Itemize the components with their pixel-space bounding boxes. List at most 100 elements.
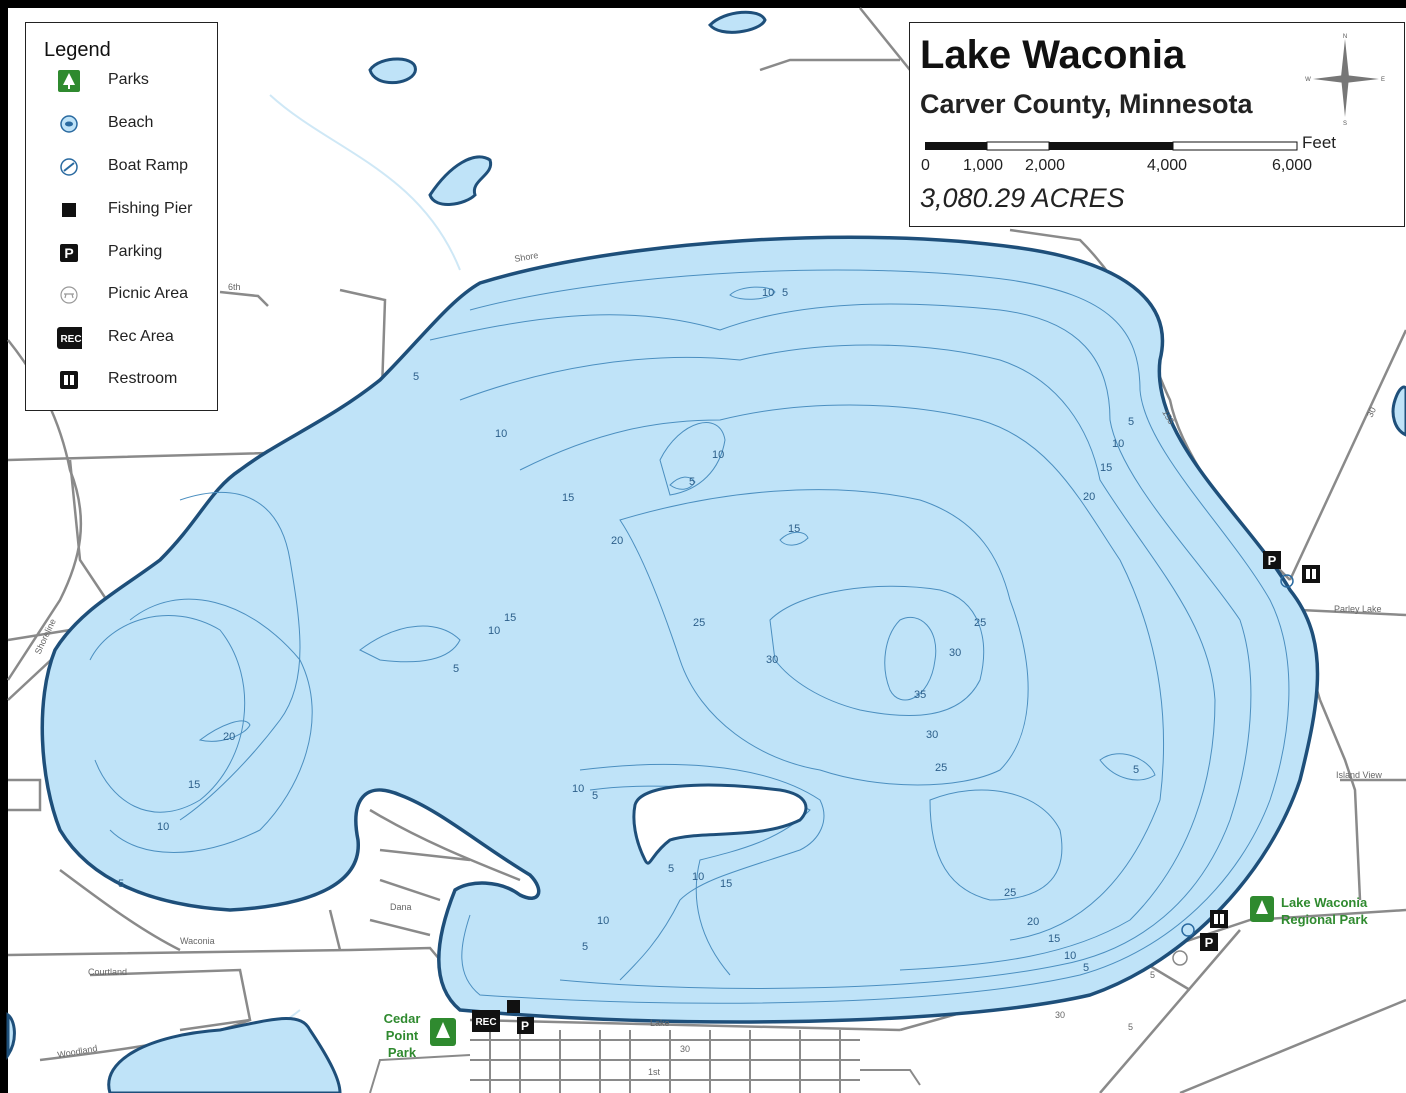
depth-label: 10 xyxy=(762,287,774,299)
depth-label: 5 xyxy=(689,476,695,488)
depth-label: 20 xyxy=(1083,491,1095,503)
tree-icon xyxy=(56,69,82,93)
scale-tick-label: 2,000 xyxy=(1025,157,1066,174)
title-panel: Lake Waconia Carver County, Minnesota N … xyxy=(909,22,1405,227)
road-label: 1st xyxy=(648,1067,661,1077)
svg-text:S: S xyxy=(1343,121,1347,126)
depth-label: 5 xyxy=(582,941,588,953)
parking-icon: P xyxy=(56,241,82,265)
fishing-pier-marker[interactable] xyxy=(507,1000,520,1013)
map-title: Lake Waconia xyxy=(920,33,1186,77)
legend-label: Parks xyxy=(108,71,149,88)
depth-label: 25 xyxy=(935,762,947,774)
depth-label: 5 xyxy=(782,287,788,299)
beach-marker[interactable] xyxy=(1181,923,1195,937)
depth-label: 5 xyxy=(1083,962,1089,974)
legend-label: Boat Ramp xyxy=(108,157,189,174)
depth-label: 5 xyxy=(592,790,598,802)
depth-label: 15 xyxy=(788,523,800,535)
map-subtitle: Carver County, Minnesota xyxy=(920,89,1253,119)
depth-label: 10 xyxy=(692,871,704,883)
road-label: 5 xyxy=(1128,1022,1133,1032)
boat-ramp-icon xyxy=(56,155,82,179)
depth-label: 25 xyxy=(1004,887,1016,899)
depth-label: 10 xyxy=(572,783,584,795)
road-label: Lake xyxy=(650,1018,670,1028)
depth-label: 15 xyxy=(188,779,200,791)
depth-label-group: 10 5 5 10 10 5 15 20 15 5 10 15 20 15 10… xyxy=(118,287,1139,974)
depth-label: 20 xyxy=(223,731,235,743)
road-label: Shore xyxy=(514,250,539,264)
lake-area: 3,080.29 ACRES xyxy=(920,183,1125,213)
depth-label: 5 xyxy=(453,663,459,675)
depth-label: 10 xyxy=(597,915,609,927)
boat-ramp-marker[interactable] xyxy=(1280,574,1294,588)
svg-text:E: E xyxy=(1381,77,1385,83)
cedar-point-park-label: Cedar Point Park xyxy=(383,1011,421,1060)
depth-label: 15 xyxy=(1100,462,1112,474)
legend-item-beach: Beach xyxy=(26,110,216,140)
legend-panel: Legend Parks Beach Boat Ramp Fishing Pie… xyxy=(25,22,218,411)
depth-label: 15 xyxy=(504,612,516,624)
town-grid xyxy=(369,1030,921,1093)
depth-label: 35 xyxy=(914,689,926,701)
restroom-icon xyxy=(56,368,82,392)
park-marker[interactable] xyxy=(1250,896,1274,922)
road-label: 6th xyxy=(228,282,241,292)
depth-label: 10 xyxy=(488,625,500,637)
depth-label: 10 xyxy=(1064,950,1076,962)
parking-marker[interactable]: P xyxy=(517,1017,534,1034)
parking-marker[interactable]: P xyxy=(1200,933,1218,951)
scale-unit: Feet xyxy=(1302,133,1337,152)
depth-label: 10 xyxy=(1112,438,1124,450)
depth-label: 30 xyxy=(949,647,961,659)
legend-item-rec-area: REC Rec Area xyxy=(26,324,216,354)
beach-icon xyxy=(56,112,82,136)
legend-label: Restroom xyxy=(108,370,178,387)
scale-tick-label: 4,000 xyxy=(1147,157,1188,174)
restroom-marker[interactable] xyxy=(1302,565,1320,583)
scale-tick-label: 0 xyxy=(921,157,930,174)
depth-label: 5 xyxy=(668,863,674,875)
depth-label: 5 xyxy=(118,878,124,890)
rec-area-marker[interactable]: REC xyxy=(472,1010,500,1032)
depth-label: 30 xyxy=(926,729,938,741)
svg-text:REC: REC xyxy=(60,334,81,345)
depth-label: 5 xyxy=(1128,416,1134,428)
depth-contours xyxy=(89,269,1290,1004)
legend-item-parks: Parks xyxy=(26,67,216,97)
picnic-marker[interactable] xyxy=(1172,950,1188,966)
legend-label: Parking xyxy=(108,243,163,260)
depth-label: 20 xyxy=(611,535,623,547)
lake-waconia xyxy=(40,235,1320,1024)
depth-label: 15 xyxy=(720,878,732,890)
depth-label: 15 xyxy=(1048,933,1060,945)
depth-label: 10 xyxy=(712,449,724,461)
small-lakes xyxy=(6,10,1406,1093)
depth-label: 10 xyxy=(495,428,507,440)
road-label: Courtland xyxy=(88,967,127,977)
svg-text:P: P xyxy=(1268,553,1277,568)
svg-text:W: W xyxy=(1305,77,1311,83)
depth-label: 15 xyxy=(562,492,574,504)
legend-label: Fishing Pier xyxy=(108,200,193,217)
svg-text:P: P xyxy=(521,1019,529,1033)
rec-area-icon: REC xyxy=(56,326,82,350)
legend-item-restroom: Restroom xyxy=(26,366,216,396)
road-label: Waconia xyxy=(180,936,215,946)
svg-text:REC: REC xyxy=(475,1017,496,1028)
compass-rose-icon: N S E W xyxy=(1305,34,1385,126)
parking-marker[interactable]: P xyxy=(1263,551,1281,569)
svg-text:N: N xyxy=(1343,34,1347,40)
svg-text:P: P xyxy=(1205,935,1214,950)
depth-label: 10 xyxy=(157,821,169,833)
fishing-pier-icon xyxy=(56,198,82,222)
svg-text:P: P xyxy=(64,245,73,261)
regional-park-label: Lake Waconia Regional Park xyxy=(1281,895,1368,927)
park-marker[interactable] xyxy=(430,1018,456,1046)
road-label: 30 xyxy=(1055,1010,1065,1020)
depth-label: 30 xyxy=(766,654,778,666)
restroom-marker[interactable] xyxy=(1210,910,1228,928)
legend-label: Rec Area xyxy=(108,328,174,345)
legend-item-parking: P Parking xyxy=(26,239,216,269)
